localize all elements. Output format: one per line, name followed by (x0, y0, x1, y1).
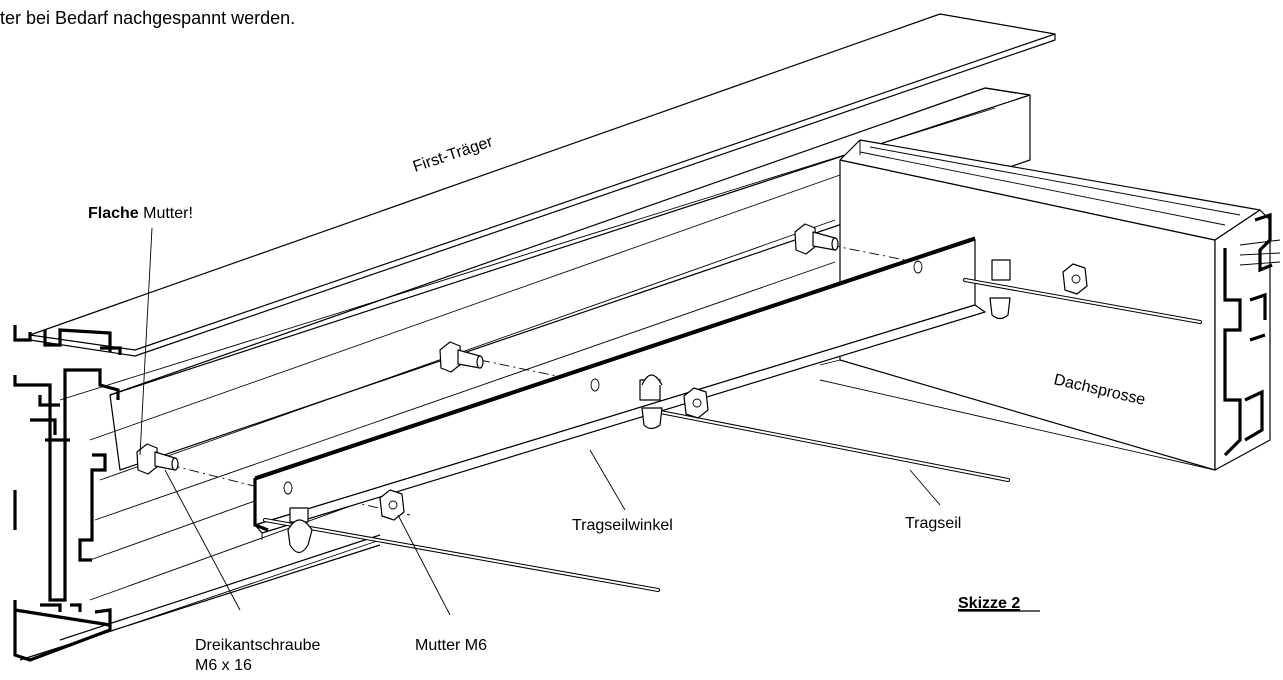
leader-tragseil (909, 469, 941, 506)
header-text: ter bei Bedarf nachgespannt werden. (0, 8, 295, 28)
dreikantschraube-size-label: M6 x 16 (195, 657, 252, 674)
tragseilwinkel-bracket (253, 236, 986, 540)
leader-dreikantschraube (164, 469, 241, 611)
mutter-m6-label: Mutter M6 (415, 637, 487, 654)
dachsprosse-rafter (819, 139, 1281, 471)
skizze-label: Skizze 2 (958, 595, 1020, 612)
flache-bold-label: Flache (88, 205, 139, 222)
tragseilwinkel-label: Tragseilwinkel (572, 517, 673, 534)
dreikant-bolts (136, 223, 839, 475)
flache-rest-label: Mutter! (139, 205, 193, 222)
first-traeger-label: First-Träger (411, 133, 496, 176)
nuts (287, 259, 1088, 554)
flache-mutter-label: Flache Mutter! (88, 205, 193, 222)
leader-mutter-m6 (397, 514, 451, 616)
leader-tragseilwinkel (589, 449, 626, 511)
tragseil-rods (263, 278, 1202, 592)
leader-flache-mutter (139, 227, 153, 456)
dreikantschraube-label: Dreikantschraube (195, 637, 321, 654)
tragseil-label: Tragseil (905, 515, 961, 532)
